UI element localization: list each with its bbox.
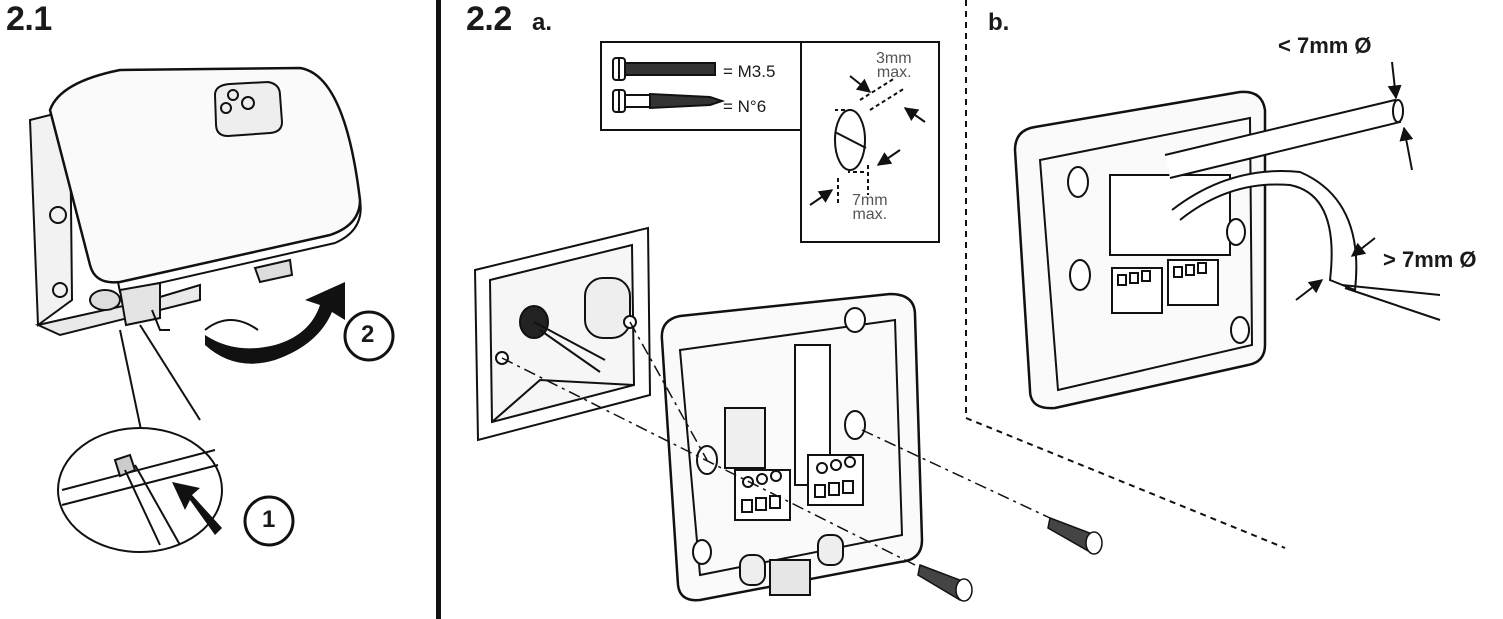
part-a-label: a. (532, 9, 553, 36)
step-one-circle (243, 495, 295, 547)
machine-screw-size: = M3.5 (723, 62, 776, 81)
step-one-number: 1 (262, 506, 276, 533)
part-b-label: b. (988, 9, 1010, 36)
head-height-limit: 3mm max. (876, 50, 912, 81)
fixing-guide-lines (501, 321, 1051, 571)
fixing-screws (917, 516, 1103, 602)
head-diameter-limit: 7mm max. (852, 192, 888, 223)
step-two-number: 2 (361, 321, 375, 348)
back-plate-with-cables-drawing (1013, 61, 1441, 410)
back-plate-drawing (660, 292, 924, 602)
wood-screw-icon (612, 89, 726, 113)
terminal-block-right (807, 454, 864, 506)
terminal-block-left (734, 469, 791, 521)
section-title-2-1: 2.1 (6, 0, 52, 38)
thermostat-opening-drawing (28, 66, 395, 553)
wood-screw-size: = N°6 (723, 97, 767, 116)
screw-head-detail (800, 41, 940, 243)
panel-b-frame (965, 0, 1286, 549)
screw-spec-table (600, 41, 802, 131)
section-divider (436, 0, 441, 619)
small-cable-label: < 7mm Ø (1278, 33, 1372, 58)
machine-screw-icon (612, 57, 716, 81)
section-title-2-2: 2.2 (466, 0, 512, 38)
large-cable-label: > 7mm Ø (1383, 247, 1477, 272)
step-two-circle (343, 310, 395, 362)
wall-box-drawing (473, 226, 652, 442)
